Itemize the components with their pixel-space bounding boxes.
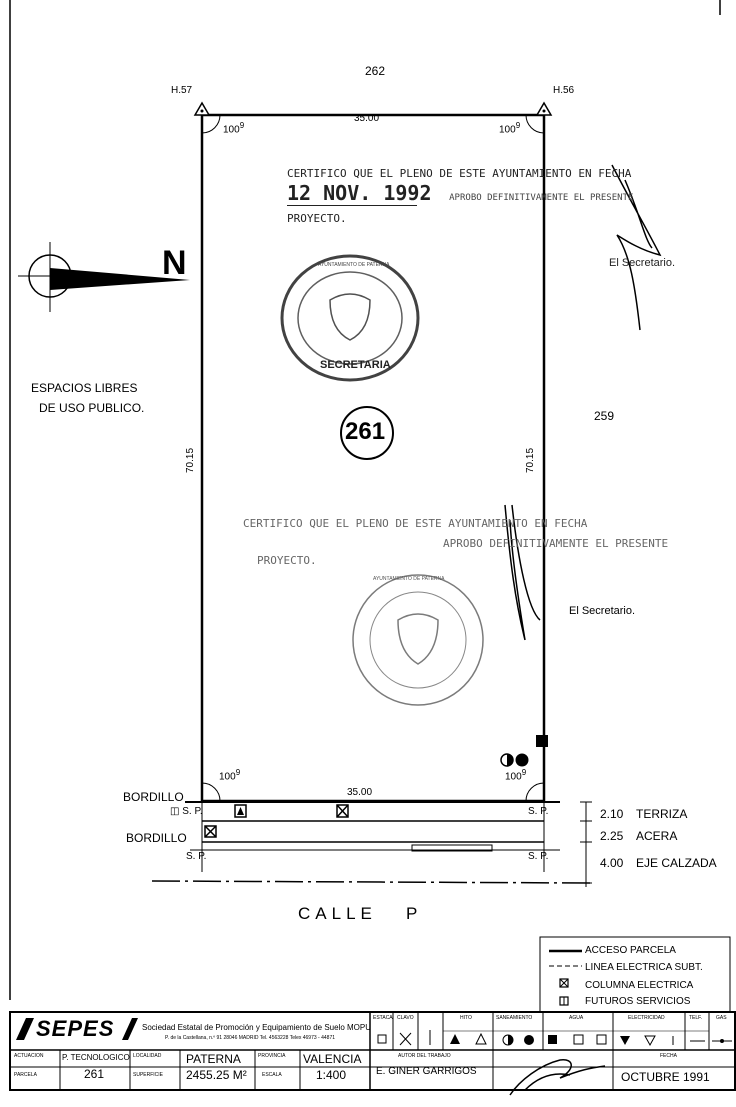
value-superficie: 2455.25 M²: [186, 1068, 247, 1082]
header-gas: GAS: [716, 1015, 727, 1021]
dim-eje-label: EJE CALZADA: [636, 856, 717, 870]
marker-label-left: H.57: [171, 85, 193, 96]
value-parcela: 261: [84, 1067, 105, 1081]
label-actuacion: ACTUACION: [14, 1053, 44, 1059]
legend-item-futuros: FUTUROS SERVICIOS: [585, 996, 691, 1007]
title-block: [9, 1011, 736, 1096]
bordillo-label-mid: BORDILLO: [126, 831, 187, 845]
north-arrow: [18, 242, 190, 312]
signature-top: [611, 164, 662, 331]
west-area-line2: DE USO PUBLICO.: [39, 401, 145, 415]
header-clavo: CLAVO: [397, 1015, 414, 1021]
secretary-label-bottom: El Secretario.: [569, 605, 636, 617]
angle-top-left: 1009: [223, 121, 245, 136]
angle-bottom-right: 1009: [505, 768, 527, 783]
municipal-seal-bottom: [352, 574, 484, 706]
seal-bottom-text: SECRETARIA: [320, 359, 391, 371]
municipal-seal-top: [280, 254, 420, 382]
neighbor-parcel-east: 259: [594, 409, 615, 423]
org-address: P. de la Castellana, n.º 91 28046 MADRID…: [165, 1035, 335, 1041]
value-escala: 1:400: [316, 1068, 347, 1082]
marker-triangle-right: [535, 101, 553, 116]
secretary-label-top: El Secretario.: [609, 257, 676, 269]
label-provincia: PROVINCIA: [258, 1053, 286, 1059]
dimension-bottom: 35.00: [347, 787, 373, 798]
value-autor: E. GINER GARRIGOS: [376, 1066, 477, 1077]
dimension-left: 70.15: [185, 447, 196, 473]
author-signature: [509, 1059, 606, 1096]
parcel-number-circle: [340, 406, 394, 460]
angle-top-right: 1009: [499, 121, 521, 136]
value-fecha: OCTUBRE 1991: [621, 1070, 710, 1084]
electric-column-symbol: [336, 804, 349, 818]
dim-acera-label: ACERA: [636, 829, 678, 843]
neighbor-parcel-north: 262: [365, 64, 386, 78]
angle-bottom-left: 1009: [219, 768, 241, 783]
legend-item-linea: LINEA ELECTRICA SUBT.: [585, 962, 703, 973]
label-autor: AUTOR DEL TRABAJO: [398, 1053, 451, 1059]
north-label: N: [162, 244, 187, 282]
access-symbol: [536, 735, 548, 747]
bordillo-label-top: BORDILLO: [123, 790, 184, 804]
sepes-logo: SEPES: [36, 1016, 115, 1041]
header-agua: AGUA: [569, 1015, 584, 1021]
value-provincia: VALENCIA: [303, 1052, 362, 1066]
org-name: Sociedad Estatal de Promoción y Equipami…: [142, 1023, 372, 1032]
west-area-line1: ESPACIOS LIBRES: [31, 381, 138, 395]
sp-right-bottom: S. P.: [528, 851, 549, 862]
header-hito: HITO: [460, 1015, 472, 1021]
header-saneamiento: SANEAMIENTO: [496, 1015, 533, 1021]
label-localidad: LOCALIDAD: [133, 1053, 162, 1059]
header-estaca: ESTACA: [373, 1015, 393, 1021]
label-parcela: PARCELA: [14, 1072, 37, 1078]
marker-triangle-left: [193, 101, 211, 116]
dim-terriza-label: TERRIZA: [636, 807, 688, 821]
street-name: CALLE P: [298, 904, 423, 923]
sp-left-top: ◫ S. P.: [170, 806, 203, 817]
seal-text-bottom: AYUNTAMIENTO DE PATERNA: [373, 576, 445, 582]
faded-certification-stamp: CERTIFICO QUE EL PLENO DE ESTE AYUNTAMIE…: [243, 517, 669, 567]
dimension-right: 70.15: [525, 447, 536, 473]
value-actuacion: P. TECNOLOGICO: [62, 1053, 130, 1062]
seal-text-top: AYUNTAMIENTO DE PATERNA: [318, 262, 390, 268]
stamp-date: 12 NOV. 1992: [287, 181, 432, 205]
legend-item-acceso: ACCESO PARCELA: [585, 945, 676, 956]
sp-left-bottom: S. P.: [186, 851, 207, 862]
signature-bottom: [504, 504, 541, 641]
sp-right-top: S. P.: [528, 806, 549, 817]
label-escala: ESCALA: [262, 1072, 282, 1078]
label-fecha: FECHA: [660, 1053, 677, 1059]
marker-label-right: H.56: [553, 85, 575, 96]
dim-acera-value: 2.25: [600, 829, 624, 843]
dim-eje-value: 4.00: [600, 856, 624, 870]
certification-stamp: CERTIFICO QUE EL PLENO DE ESTE AYUNTAMIE…: [287, 167, 634, 225]
header-telf: TELF.: [689, 1015, 703, 1021]
label-superficie: SUPERFICIE: [133, 1072, 164, 1078]
parcel-number: 261: [345, 418, 386, 445]
legend-item-columna: COLUMNA ELECTRICA: [585, 980, 694, 991]
dimension-top: 35.00: [354, 113, 380, 124]
header-electricidad: ELECTRICIDAD: [628, 1015, 665, 1021]
value-localidad: PATERNA: [186, 1052, 241, 1066]
dim-terriza-value: 2.10: [600, 807, 624, 821]
